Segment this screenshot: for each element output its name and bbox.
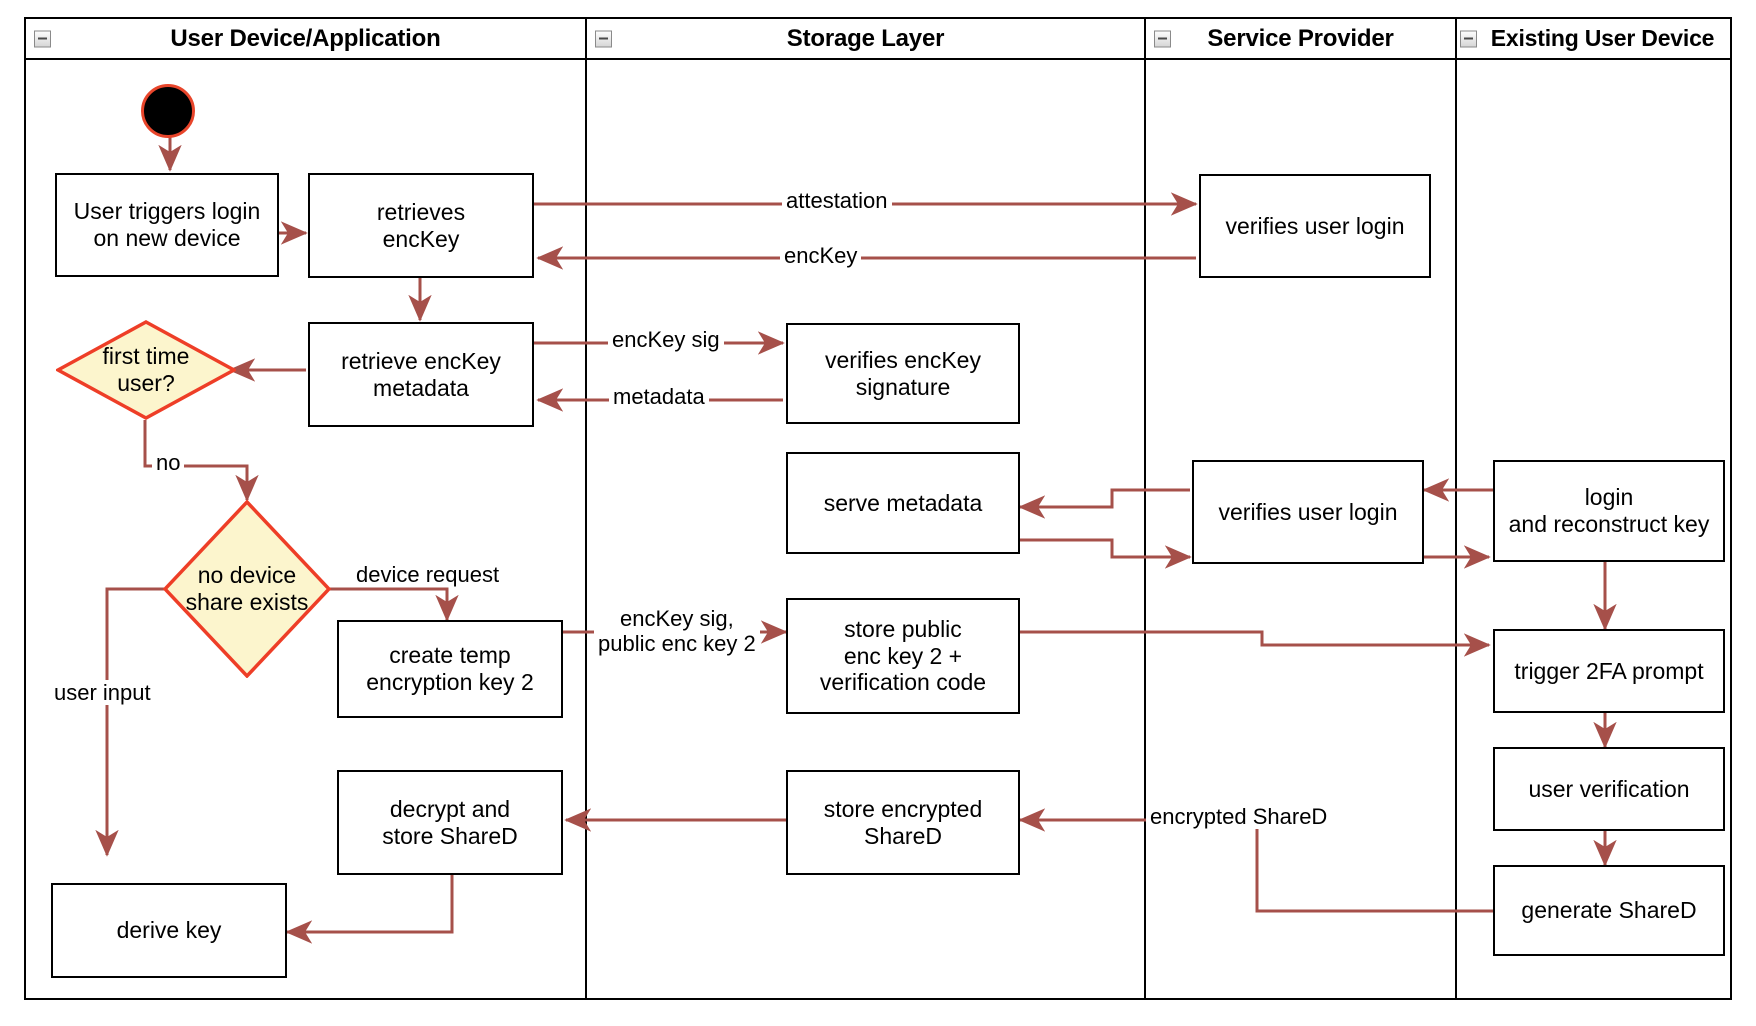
edge-label-enckey: encKey — [780, 243, 862, 269]
node-verifies-user-login-mid[interactable]: verifies user login — [1192, 460, 1424, 564]
start-node — [141, 84, 195, 138]
node-trigger-2fa-prompt[interactable]: trigger 2FA prompt — [1493, 629, 1725, 713]
edge-label-encrypted-shared: encrypted ShareD — [1146, 804, 1332, 830]
edge-label-enckey-sig: encKey sig — [608, 327, 724, 353]
node-store-public-enc-key-2[interactable]: store public enc key 2 + verification co… — [786, 598, 1020, 714]
lane-title-storage-layer: Storage Layer — [786, 24, 945, 52]
node-retrieve-enckey-metadata[interactable]: retrieve encKey metadata — [308, 322, 534, 427]
edge-label-no: no — [152, 450, 185, 476]
node-verifies-user-login-top[interactable]: verifies user login — [1199, 174, 1431, 278]
decision-first-time-user[interactable]: first time user? — [56, 320, 236, 420]
lane-header-user-device[interactable]: User Device/Application — [24, 17, 587, 60]
node-decrypt-and-store-shared[interactable]: decrypt and store ShareD — [337, 770, 563, 875]
edge-label-enckey-sig-public-enc-key-2: encKey sig, public enc key 2 — [594, 606, 760, 657]
minus-icon[interactable] — [1460, 30, 1477, 47]
node-create-temp-encryption-key-2[interactable]: create temp encryption key 2 — [337, 620, 563, 718]
lane-header-storage-layer[interactable]: Storage Layer — [585, 17, 1146, 60]
edge-label-attestation: attestation — [782, 188, 892, 214]
edge-label-device-request: device request — [352, 562, 504, 588]
minus-icon[interactable] — [1154, 30, 1171, 47]
node-user-verification[interactable]: user verification — [1493, 747, 1725, 831]
node-retrieves-enckey[interactable]: retrieves encKey — [308, 173, 534, 278]
node-store-encrypted-shared[interactable]: store encrypted ShareD — [786, 770, 1020, 875]
edge-label-user-input: user input — [50, 680, 155, 706]
node-verifies-enckey-signature[interactable]: verifies encKey signature — [786, 323, 1020, 424]
minus-icon[interactable] — [34, 30, 51, 47]
lane-header-existing-user-device[interactable]: Existing User Device — [1455, 17, 1732, 60]
lane-title-existing-user-device: Existing User Device — [1490, 25, 1715, 51]
minus-icon[interactable] — [595, 30, 612, 47]
lane-header-service-provider[interactable]: Service Provider — [1144, 17, 1457, 60]
decision-no-device-share-exists[interactable]: no device share exists — [163, 500, 331, 678]
lane-title-service-provider: Service Provider — [1207, 24, 1394, 52]
node-derive-key[interactable]: derive key — [51, 883, 287, 978]
edge-label-metadata: metadata — [609, 384, 709, 410]
node-login-and-reconstruct-key[interactable]: login and reconstruct key — [1493, 460, 1725, 562]
node-serve-metadata[interactable]: serve metadata — [786, 452, 1020, 554]
lane-title-user-device: User Device/Application — [170, 24, 441, 52]
node-user-triggers-login[interactable]: User triggers login on new device — [55, 173, 279, 277]
node-generate-shared[interactable]: generate ShareD — [1493, 865, 1725, 956]
